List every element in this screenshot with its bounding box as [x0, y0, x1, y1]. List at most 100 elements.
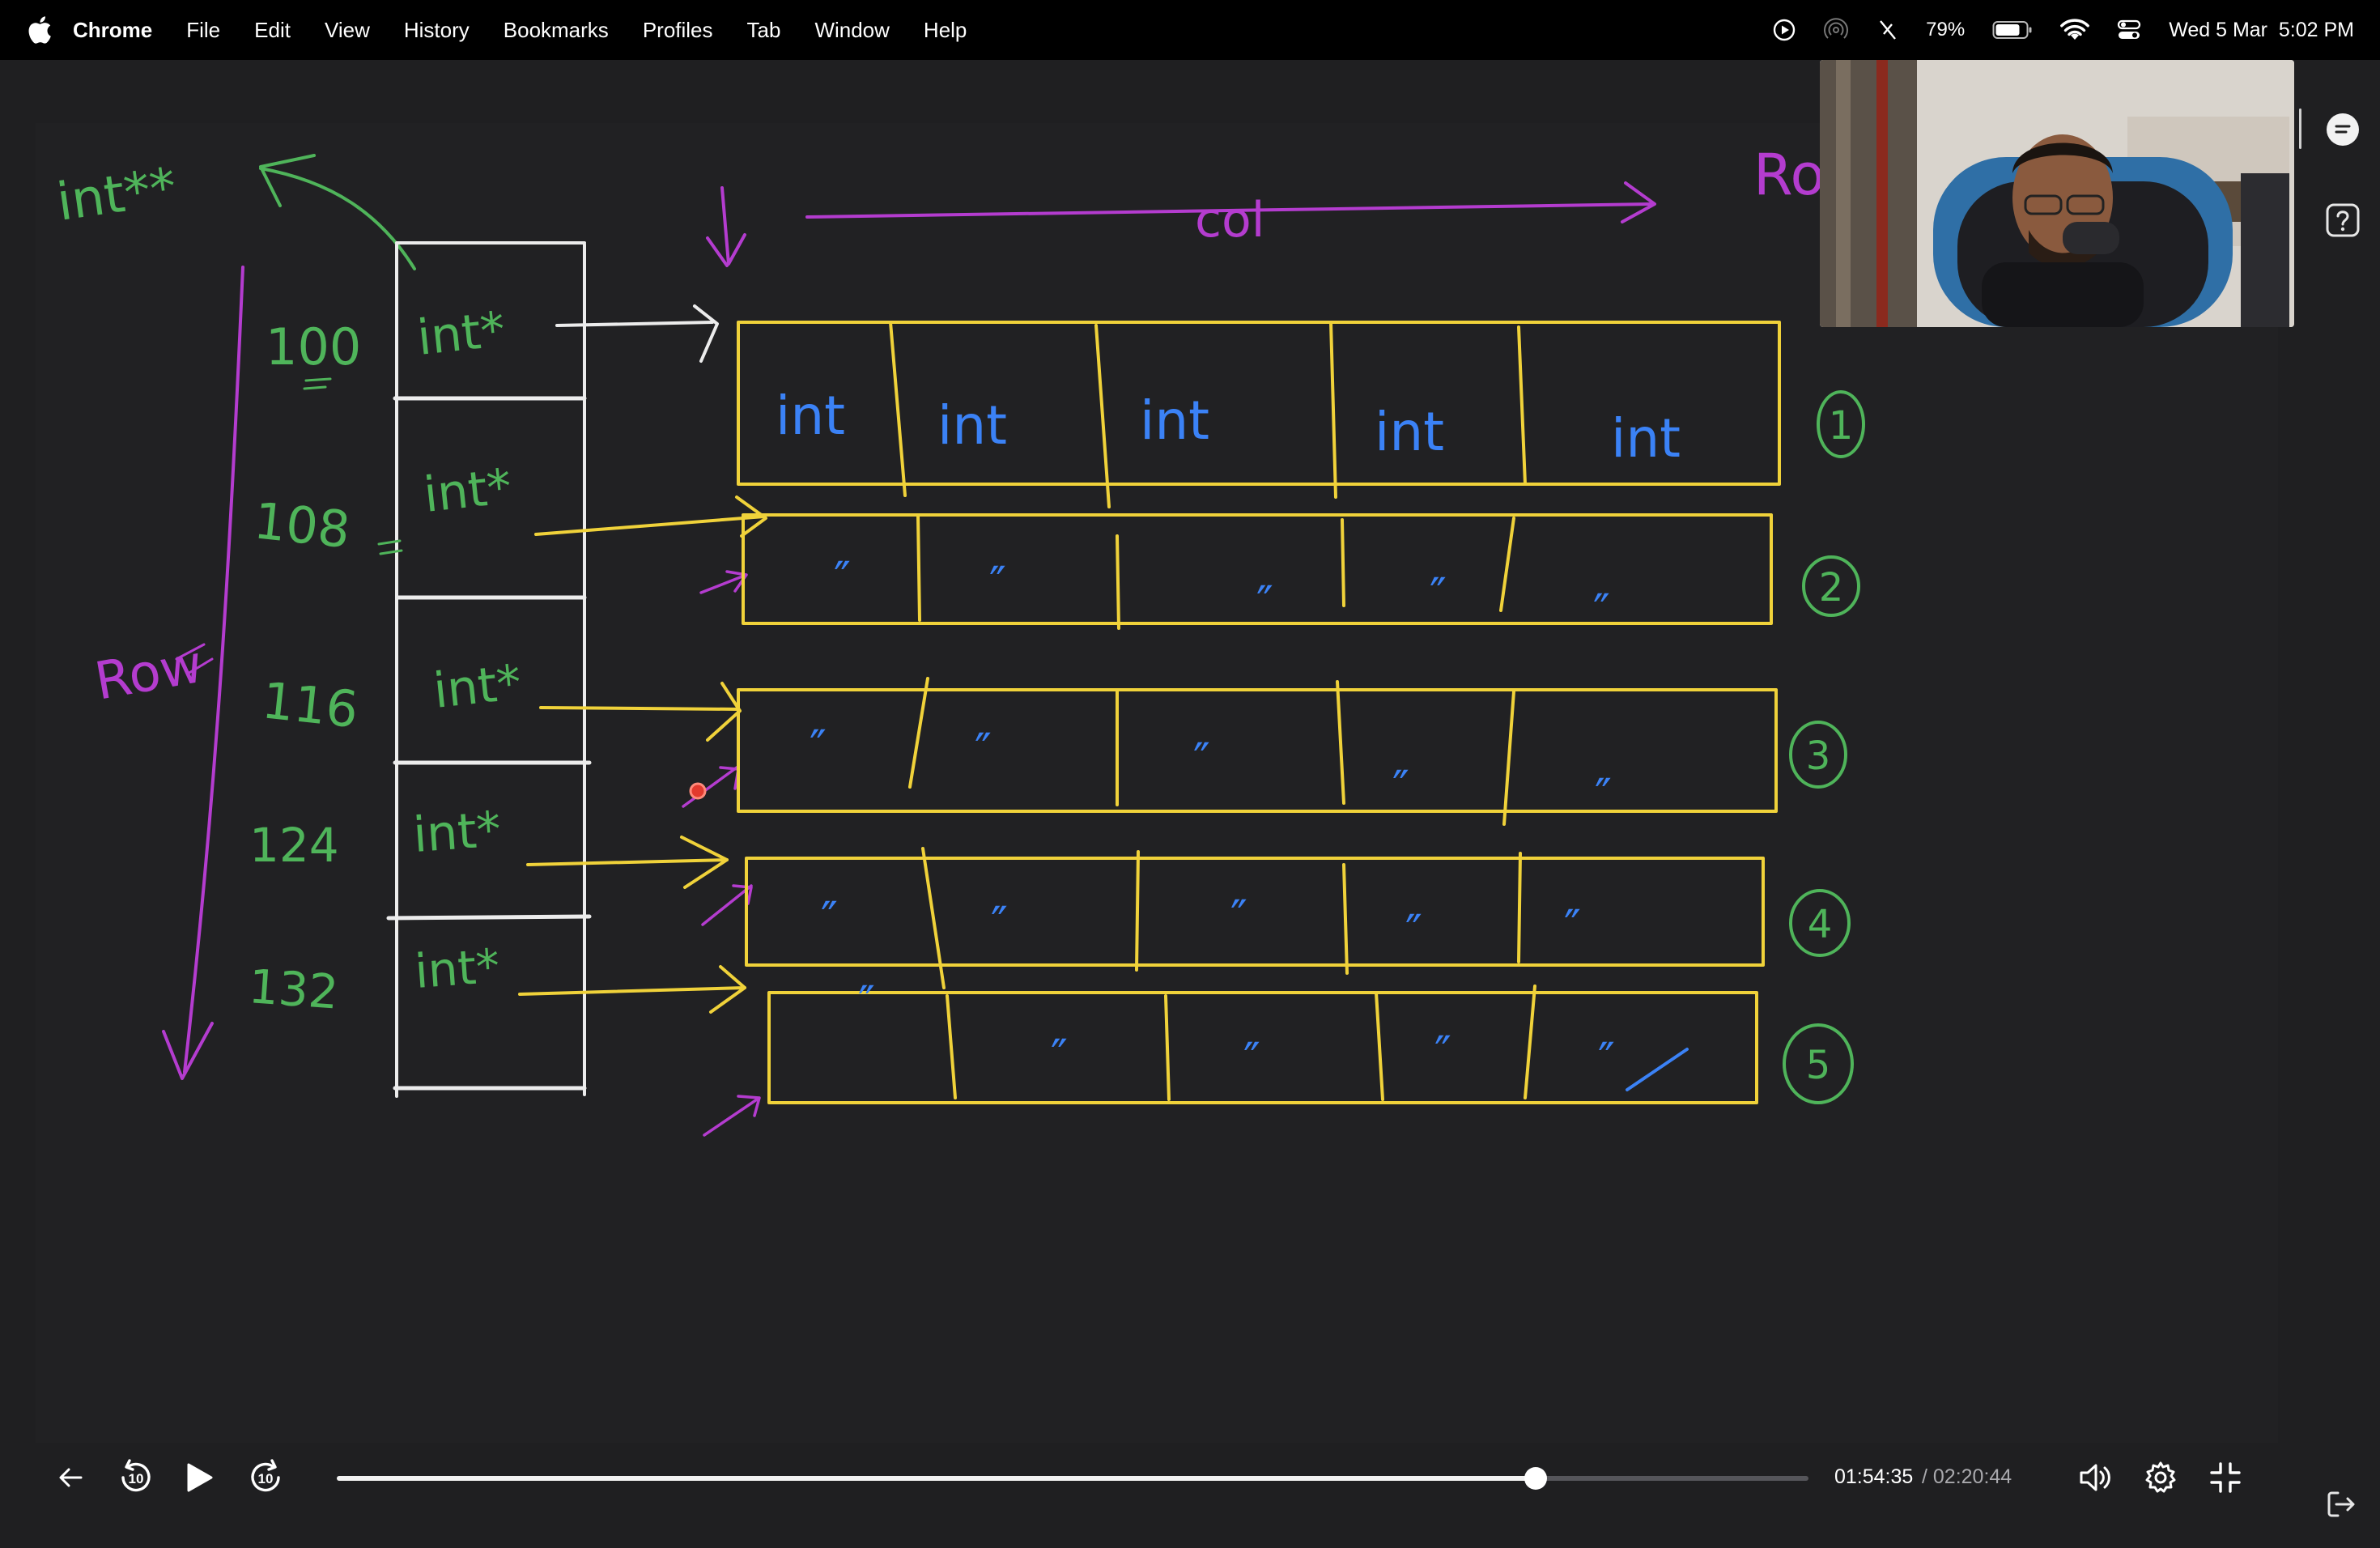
ditto-r4-c2: ″ [991, 898, 1008, 950]
progress-fill [337, 1476, 1536, 1481]
menu-window[interactable]: Window [814, 17, 890, 42]
laser-pointer [689, 782, 707, 800]
whiteboard-drawing: int** Row col Ro 100 108 116 124 132 [53, 142, 1865, 1137]
pointer-cell-4: int* [411, 802, 503, 864]
wifi-icon[interactable] [2060, 19, 2090, 41]
battery-percent: 79% [1926, 19, 1966, 40]
pointer-cell-3: int* [431, 654, 524, 720]
chat-button[interactable] [2325, 112, 2361, 147]
current-time: 01:54:35 [1834, 1465, 1914, 1488]
ditto-r5-c2: ″ [1051, 1031, 1068, 1083]
menu-tab[interactable]: Tab [746, 17, 781, 42]
ditto-r3-c5: ″ [1595, 770, 1612, 823]
forward-10-icon: 10 [251, 1459, 280, 1492]
ditto-r5-c5: ″ [1598, 1034, 1615, 1087]
apple-logo-icon[interactable] [28, 16, 73, 44]
ditto-r5-c3: ″ [1243, 1034, 1260, 1087]
webcam-overlay[interactable] [1820, 60, 2294, 327]
exit-fullscreen-button[interactable] [2205, 1433, 2246, 1522]
row1-cell-4: int [1375, 401, 1444, 463]
forward-10-button[interactable]: 10 [241, 1433, 290, 1522]
progress-thumb[interactable] [1524, 1467, 1547, 1490]
menu-help[interactable]: Help [923, 17, 967, 42]
control-center-icon[interactable] [2117, 19, 2141, 41]
double-pointer-label: int** [53, 157, 180, 233]
player-controls: 10 10 01:54:35 / 02:20:44 [0, 1433, 2380, 1522]
chat-icon [2327, 113, 2359, 146]
ditto-r2-c5: ″ [1593, 585, 1610, 638]
menu-clock[interactable]: Wed 5 Mar 5:02 PM [2169, 18, 2354, 41]
row-number-5: 5 [1806, 1043, 1831, 1088]
row1-cell-3: int [1140, 389, 1209, 452]
ditto-r4-c5: ″ [1564, 901, 1581, 954]
back-button[interactable] [50, 1433, 91, 1522]
gear-icon [2145, 1461, 2176, 1493]
exit-session-button[interactable] [2325, 1488, 2361, 1524]
address-124: 124 [249, 818, 339, 873]
menu-edit[interactable]: Edit [254, 17, 291, 42]
ditto-r5-c1: ″ [858, 977, 875, 1030]
progress-bar[interactable] [337, 1467, 1808, 1490]
settings-button[interactable] [2140, 1433, 2181, 1522]
presenter-image [1820, 60, 2294, 327]
address-116: 116 [259, 670, 360, 739]
pointer-cell-1: int* [414, 301, 508, 367]
arrow-left-icon [59, 1468, 83, 1487]
video-player[interactable]: int** Row col Ro 100 108 116 124 132 [0, 60, 2380, 1548]
volume-button[interactable] [2076, 1433, 2116, 1522]
ditto-r3-c3: ″ [1193, 734, 1210, 787]
menu-history[interactable]: History [403, 17, 470, 42]
menu-view[interactable]: View [324, 17, 370, 42]
ditto-r2-c1: ″ [834, 553, 851, 606]
col-label: col [1195, 192, 1264, 249]
duration: / 02:20:44 [1922, 1465, 2012, 1488]
menu-extras: 79% Wed 5 Mar 5:02 PM [1772, 0, 2354, 60]
row1-cell-5: int [1611, 407, 1681, 470]
rail-separator [2299, 108, 2301, 149]
forward-label: 10 [258, 1471, 274, 1486]
row-number-3: 3 [1806, 734, 1831, 779]
rewind-label: 10 [129, 1471, 144, 1486]
ditto-r2-c4: ″ [1430, 569, 1447, 622]
row-number-2: 2 [1819, 565, 1844, 610]
address-132: 132 [247, 959, 340, 1020]
macos-menu-bar: Chrome File Edit View History Bookmarks … [0, 0, 2380, 60]
rewind-10-icon: 10 [121, 1459, 151, 1492]
play-circle-icon[interactable] [1772, 18, 1796, 42]
menu-file[interactable]: File [186, 17, 221, 42]
rewind-10-button[interactable]: 10 [112, 1433, 160, 1522]
row-number-1: 1 [1829, 403, 1854, 449]
volume-icon [2080, 1464, 2110, 1491]
ditto-r2-c3: ″ [1256, 577, 1273, 630]
row1-cell-2: int [937, 394, 1007, 457]
ditto-r3-c2: ″ [975, 725, 992, 777]
row1-cell-1: int [776, 385, 845, 447]
battery-icon[interactable] [1992, 19, 2033, 40]
menu-profiles[interactable]: Profiles [642, 17, 713, 42]
ditto-r4-c4: ″ [1405, 906, 1422, 959]
sign-out-icon [2327, 1491, 2355, 1517]
play-button[interactable] [176, 1433, 222, 1522]
menu-bookmarks[interactable]: Bookmarks [503, 17, 609, 42]
ditto-r4-c1: ″ [821, 893, 838, 946]
question-icon [2326, 203, 2360, 237]
help-button[interactable] [2325, 202, 2361, 238]
play-icon [187, 1463, 213, 1492]
ditto-r5-c4: ″ [1434, 1027, 1451, 1080]
ditto-r3-c1: ″ [810, 721, 827, 774]
pointer-cell-2: int* [421, 458, 514, 524]
menu-items: Chrome File Edit View History Bookmarks … [73, 18, 1001, 43]
address-108: 108 [251, 491, 352, 559]
row-label-right: Ro [1753, 142, 1825, 208]
ditto-r4-c3: ″ [1230, 891, 1247, 944]
row-number-4: 4 [1808, 902, 1833, 947]
airdrop-icon[interactable] [1824, 18, 1849, 42]
whiteboard-canvas [36, 123, 2278, 1443]
exit-fullscreen-icon [2210, 1462, 2241, 1493]
pen-slash-icon[interactable] [1876, 18, 1898, 42]
ditto-r3-c4: ″ [1392, 762, 1409, 814]
pointer-cell-5: int* [413, 938, 501, 999]
address-100: 100 [266, 317, 361, 376]
ditto-r2-c2: ″ [989, 558, 1006, 610]
menu-app-name[interactable]: Chrome [73, 17, 153, 42]
